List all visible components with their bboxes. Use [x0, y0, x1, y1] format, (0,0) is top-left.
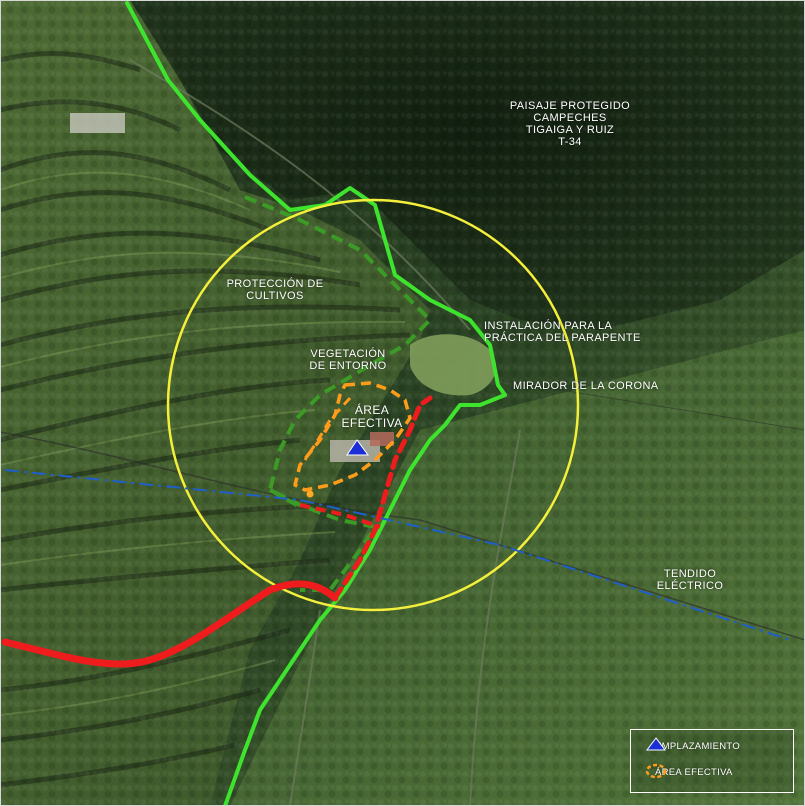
label-viewpoint: MIRADOR DE LA CORONA [513, 380, 659, 392]
label-line: ÁREA [354, 403, 390, 417]
legend-item-site: EMPLAZAMIENTO [645, 737, 740, 755]
legend-label-site: EMPLAZAMIENTO [655, 740, 741, 752]
label-paragliding: INSTALACIÓN PARA LA PRÁCTICA DEL PARAPEN… [484, 320, 644, 344]
vegetation-boundary-west [269, 488, 301, 509]
label-line: VEGETACIÓN [310, 348, 386, 360]
legend-label-area: ÁREA EFECTIVA [655, 766, 733, 778]
label-effective-area: ÁREA EFECTIVA [332, 404, 412, 430]
label-power-line: TENDIDO ELÉCTRICO [640, 568, 740, 592]
label-vegetation: VEGETACIÓN DE ENTORNO [302, 348, 394, 372]
label-line: TENDIDO [663, 568, 717, 580]
marker-dot [306, 490, 314, 498]
legend-item-area: ÁREA EFECTIVA [645, 763, 733, 781]
power-line [4, 469, 791, 641]
protected-boundary-lower [223, 393, 507, 806]
map-legend: EMPLAZAMIENTO ÁREA EFECTIVA [630, 729, 794, 793]
orange-dashed-ring-icon [645, 763, 667, 779]
label-line: EFECTIVA [341, 416, 403, 430]
label-line: DE ENTORNO [309, 360, 387, 372]
label-line: ELÉCTRICO [656, 580, 724, 592]
blue-triangle-icon [646, 737, 666, 751]
effective-area-inner [303, 396, 352, 461]
label-protected-area: PAISAJE PROTEGIDO CAMPECHES TIGAIGA Y RU… [505, 100, 635, 148]
label-line: INSTALACIÓN PARA LA [484, 320, 613, 332]
building-roof [370, 432, 394, 446]
road [1, 580, 339, 668]
tracks [129, 59, 521, 806]
label-line: T-34 [558, 136, 582, 148]
farm-building [70, 113, 125, 133]
label-line: CAMPECHES [533, 112, 607, 124]
road-dashed-branch [299, 503, 381, 529]
road-dashed [332, 395, 433, 601]
label-line: TIGAIGA Y RUIZ [525, 124, 615, 136]
contour-line [499, 379, 805, 431]
label-line: CULTIVOS [246, 290, 304, 302]
site-marker-icon[interactable] [346, 439, 369, 456]
label-line: PROTECCIÓN DE [226, 278, 324, 290]
label-line: PAISAJE PROTEGIDO [509, 100, 631, 112]
boundary-line [0, 431, 805, 641]
label-line: PRÁCTICA DEL PARAPENTE [484, 332, 641, 344]
clearing [410, 334, 497, 396]
protected-boundary-upper [125, 1, 507, 397]
effective-area-boundary [293, 381, 412, 492]
radius-circle [166, 198, 580, 612]
label-crop-protection: PROTECCIÓN DE CULTIVOS [220, 278, 330, 302]
